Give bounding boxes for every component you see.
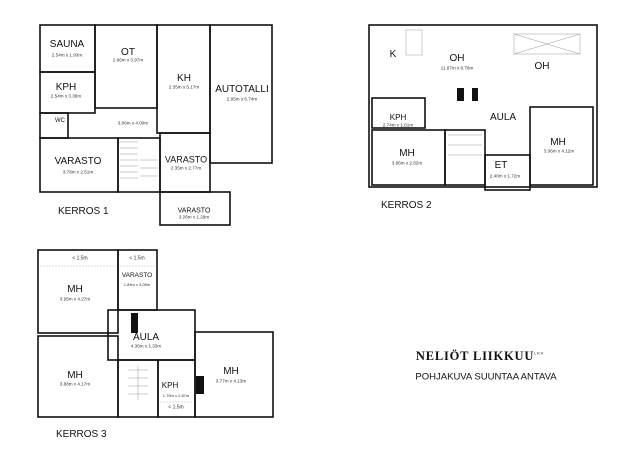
room-dims-varasto-2: 2.35m x 2.77m	[170, 165, 202, 171]
room-dims-kh: 2.35m x 5.17m	[168, 84, 200, 90]
room-dims-varasto-1: 3.78m x 2.51m	[62, 169, 94, 175]
room-name-mh-left: MH	[399, 148, 415, 159]
room-dims-autotalli: 2.95m x 6.74m	[226, 96, 258, 102]
floor-1-walls	[39, 24, 273, 226]
room-dims-kph-2: 2.74m x 1.61m	[382, 122, 414, 128]
room-name-mh-top: MH	[67, 284, 83, 295]
room-dims-mh-bottom: 3.88m x 4.17m	[59, 381, 91, 387]
room-name-wc: WC	[55, 118, 65, 124]
room-dims-mh-right: 3.06m x 4.12m	[543, 148, 575, 154]
room-name-mh-right-3: MH	[223, 366, 239, 377]
room-name-mh-right: MH	[550, 137, 566, 148]
brand-logo: NELIÖT LIIKKUULKV	[416, 350, 544, 363]
room-name-autotalli: AUTOTALLI	[215, 84, 269, 95]
room-name-sauna: SAUNA	[49, 39, 85, 50]
room-dims-mh-right-3: 3.77m x 4.13m	[215, 378, 247, 384]
room-name-kph-3: KPH	[161, 381, 179, 390]
floor-3-low-ceiling-lines	[40, 265, 193, 403]
room-name-varasto: VARASTO	[121, 271, 153, 279]
floor-2-fixtures	[405, 29, 581, 156]
room-dims-kph: 2.54m x 3.38m	[50, 93, 82, 99]
low-ceiling-note: < 1.5m	[129, 255, 145, 262]
room-dims-ot: 2.96m x 3.97m	[112, 57, 144, 63]
room-name-kph-2: KPH	[389, 113, 407, 122]
brand-mark: LKV	[534, 350, 545, 356]
disclaimer: POHJAKUVA SUUNTAA ANTAVA	[415, 371, 557, 383]
room-name-varasto-3: VARASTO	[177, 207, 211, 215]
room-dims-kph-3: 1.79m x 2.87m	[162, 393, 190, 398]
room-name-oh: OH	[449, 53, 465, 64]
room-dims-sauna: 2.54m x 1.93m	[51, 52, 83, 58]
floor-label-1: KERROS 1	[58, 206, 109, 217]
floor-3-stairs	[128, 365, 148, 400]
low-ceiling-note: < 1.5m	[72, 255, 88, 262]
room-name-kh: KH	[177, 73, 191, 84]
room-name-aula-3: AULA	[132, 332, 160, 343]
room-name-varasto-1: VARASTO	[54, 156, 102, 167]
room-name-aula: AULA	[489, 112, 517, 123]
brand-name: NELIÖT LIIKKUU	[415, 348, 535, 363]
low-ceiling-note: < 1.5m	[168, 404, 184, 411]
floor-1-stairs	[120, 141, 158, 179]
room-dims-hall: 3.06m x 4.00m	[117, 120, 149, 126]
room-dims-et: 2.40m x 1.72m	[489, 173, 521, 179]
room-dims-mh-top: 3.95m x 4.27m	[59, 296, 91, 302]
floor-3-walls	[37, 249, 274, 418]
room-dims-mh-left: 3.86m x 2.82m	[391, 160, 423, 166]
floor-label-3: KERROS 3	[56, 429, 107, 440]
room-name-et: ET	[494, 160, 508, 171]
room-dims-varasto: 1.84m x 3.05m	[123, 282, 151, 287]
room-name-oh-2: OH	[534, 61, 550, 72]
room-name-varasto-2: VARASTO	[164, 154, 208, 165]
room-name-mh-bottom: MH	[67, 370, 83, 381]
room-dims-varasto-3: 3.26m x 1.29m	[178, 214, 210, 220]
floor-2-walls	[368, 24, 598, 191]
room-name-kph: KPH	[55, 82, 77, 93]
room-name-k: K	[389, 49, 397, 60]
room-name-ot: OT	[121, 47, 135, 58]
room-dims-aula-3: 4.36m x 1.33m	[130, 343, 162, 349]
floor-label-2: KERROS 2	[381, 200, 432, 211]
room-dims-oh: 11.67m x 6.76m	[440, 65, 474, 71]
